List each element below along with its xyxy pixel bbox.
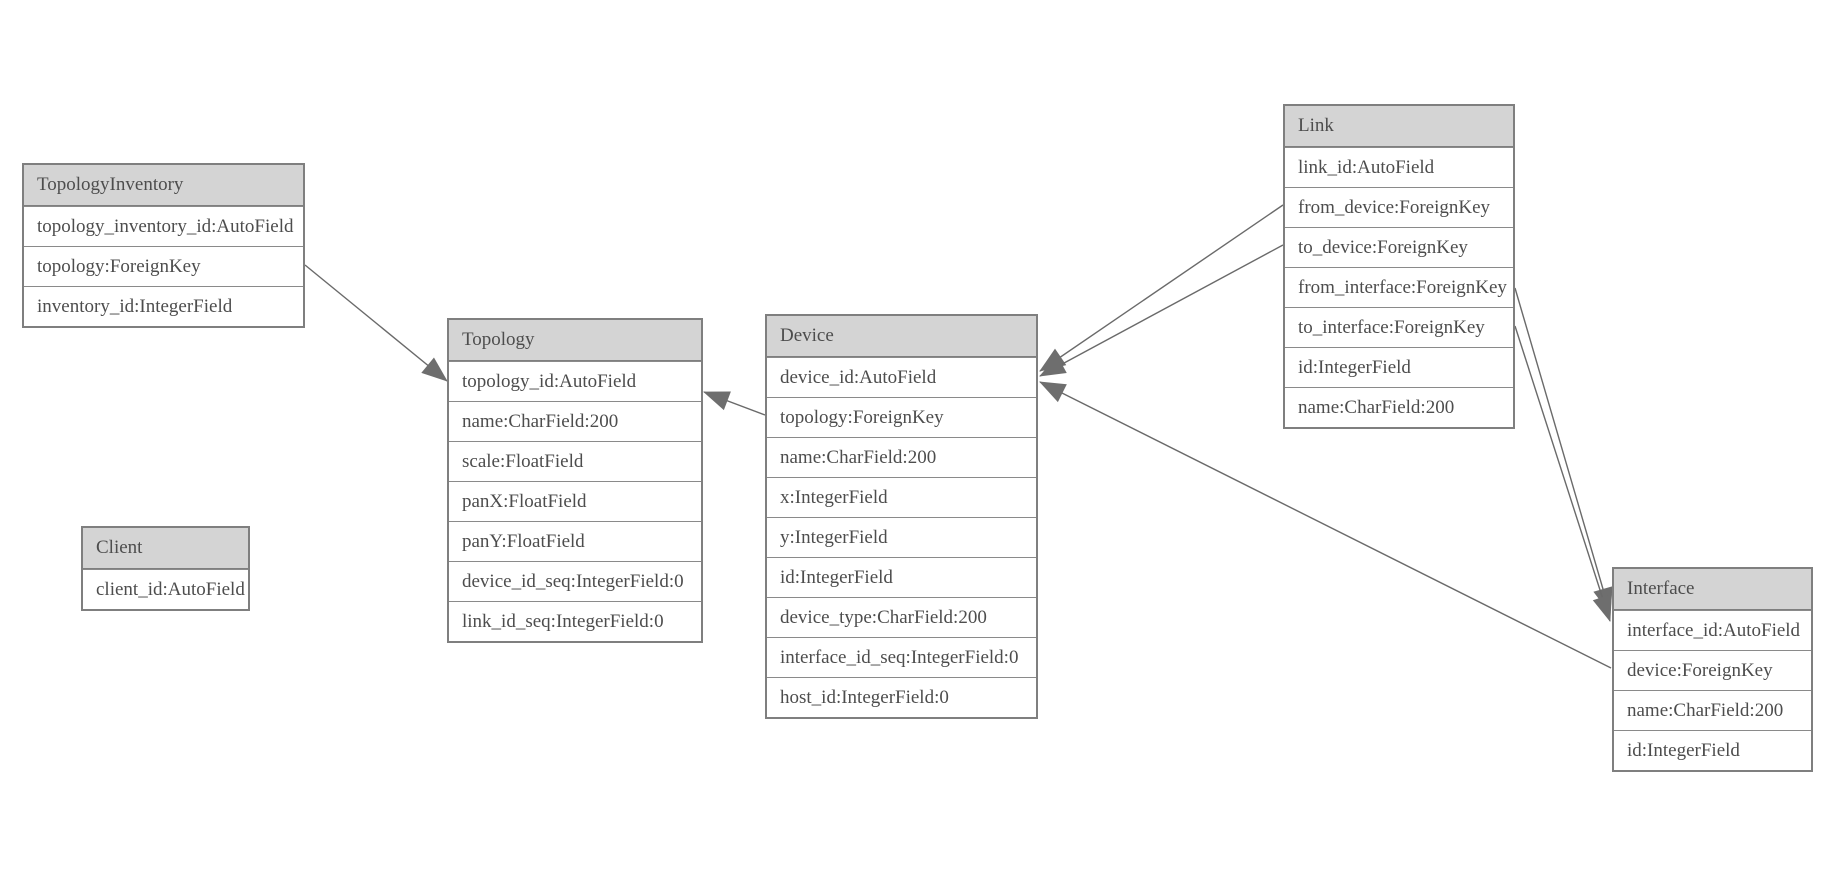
field-row: id:IntegerField <box>767 557 1036 597</box>
entity-table-link: Link link_id:AutoField from_device:Forei… <box>1283 104 1515 429</box>
field-row: device:ForeignKey <box>1614 650 1811 690</box>
entity-header: Topology <box>449 320 701 361</box>
field-row: y:IntegerField <box>767 517 1036 557</box>
field-row: id:IntegerField <box>1285 347 1513 387</box>
field-row: link_id:AutoField <box>1285 147 1513 187</box>
entity-table-interface: Interface interface_id:AutoField device:… <box>1612 567 1813 772</box>
field-row: interface_id:AutoField <box>1614 610 1811 650</box>
entity-table-topologyinventory: TopologyInventory topology_inventory_id:… <box>22 163 305 328</box>
field-row: topology:ForeignKey <box>767 397 1036 437</box>
relationship-line-topologyinventory-topology <box>304 264 448 382</box>
field-row: inventory_id:IntegerField <box>24 286 303 326</box>
field-row: id:IntegerField <box>1614 730 1811 770</box>
field-row: host_id:IntegerField:0 <box>767 677 1036 717</box>
field-row: name:CharField:200 <box>1614 690 1811 730</box>
relationship-line-interface-device <box>1039 381 1612 669</box>
entity-header: Device <box>767 316 1036 357</box>
field-row: topology_id:AutoField <box>449 361 701 401</box>
field-row: to_device:ForeignKey <box>1285 227 1513 267</box>
field-row: name:CharField:200 <box>449 401 701 441</box>
field-row: client_id:AutoField <box>83 569 248 609</box>
field-row: from_interface:ForeignKey <box>1285 267 1513 307</box>
entity-header: Client <box>83 528 248 569</box>
relationship-line-link-fromdevice-device <box>1039 204 1284 372</box>
field-row: to_interface:ForeignKey <box>1285 307 1513 347</box>
field-row: scale:FloatField <box>449 441 701 481</box>
field-row: name:CharField:200 <box>1285 387 1513 427</box>
entity-table-topology: Topology topology_id:AutoField name:Char… <box>447 318 703 643</box>
entity-header: Interface <box>1614 569 1811 610</box>
field-row: panX:FloatField <box>449 481 701 521</box>
field-row: from_device:ForeignKey <box>1285 187 1513 227</box>
entity-header: TopologyInventory <box>24 165 303 206</box>
field-row: link_id_seq:IntegerField:0 <box>449 601 701 641</box>
field-row: device_id:AutoField <box>767 357 1036 397</box>
field-row: device_id_seq:IntegerField:0 <box>449 561 701 601</box>
relationship-line-link-todevice-device <box>1039 244 1284 377</box>
relationship-line-device-topology <box>703 391 766 416</box>
entity-table-client: Client client_id:AutoField <box>81 526 250 611</box>
field-row: topology:ForeignKey <box>24 246 303 286</box>
field-row: interface_id_seq:IntegerField:0 <box>767 637 1036 677</box>
field-row: x:IntegerField <box>767 477 1036 517</box>
entity-table-device: Device device_id:AutoField topology:Fore… <box>765 314 1038 719</box>
field-row: panY:FloatField <box>449 521 701 561</box>
field-row: topology_inventory_id:AutoField <box>24 206 303 246</box>
field-row: name:CharField:200 <box>767 437 1036 477</box>
entity-header: Link <box>1285 106 1513 147</box>
relationship-line-link-frominterface-interface <box>1514 287 1613 614</box>
relationship-line-link-tointerface-interface <box>1514 325 1612 622</box>
field-row: device_type:CharField:200 <box>767 597 1036 637</box>
